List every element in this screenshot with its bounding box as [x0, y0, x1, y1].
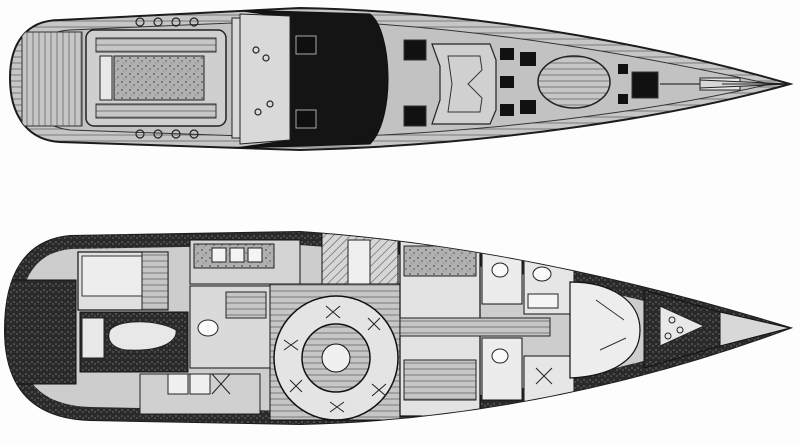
bow-tip: [719, 311, 790, 347]
mast-base-inner: [447, 55, 483, 113]
cockpit-seat-bottom: [95, 103, 217, 119]
forward-berth: [569, 281, 641, 379]
hatch-4: [403, 105, 427, 127]
hatch-9: [520, 100, 536, 114]
dinette-sink: [197, 319, 219, 337]
stern-lazarette: [5, 279, 77, 385]
stern-deck-teak: [21, 31, 83, 127]
foredeck-oval-hatch: [537, 55, 611, 109]
hatch-11: [618, 94, 628, 104]
mid-head-lower: [481, 337, 523, 401]
hatch-7: [500, 104, 514, 116]
engine-block: [108, 321, 177, 351]
hatch-2: [295, 109, 317, 129]
hatch-3: [403, 39, 427, 61]
hatch-5: [500, 48, 514, 60]
mast-base-structure: [431, 43, 497, 125]
central-corridor: [399, 317, 551, 337]
coachroof-dark: [235, 9, 389, 149]
cockpit-helm: [99, 55, 113, 101]
coachroof-window: [239, 13, 291, 145]
hatch-6: [500, 76, 514, 88]
cockpit-seat-top: [95, 37, 217, 53]
aft-cabin-berth: [81, 255, 143, 297]
deck-portholes: [135, 17, 274, 139]
hatch-8: [520, 52, 536, 66]
hatch-10: [618, 64, 628, 74]
cockpit-well: [113, 55, 205, 101]
forward-hatch: [631, 71, 659, 99]
saloon-seat-cushions: [283, 305, 387, 413]
forward-cabin-stbd: [523, 355, 575, 403]
aft-stair: [141, 251, 169, 311]
hatch-1: [295, 35, 317, 55]
interior-plan: [3, 230, 794, 426]
deck-plan: [8, 6, 794, 152]
aft-head: [81, 317, 105, 359]
saloon-table-center: [321, 343, 351, 373]
